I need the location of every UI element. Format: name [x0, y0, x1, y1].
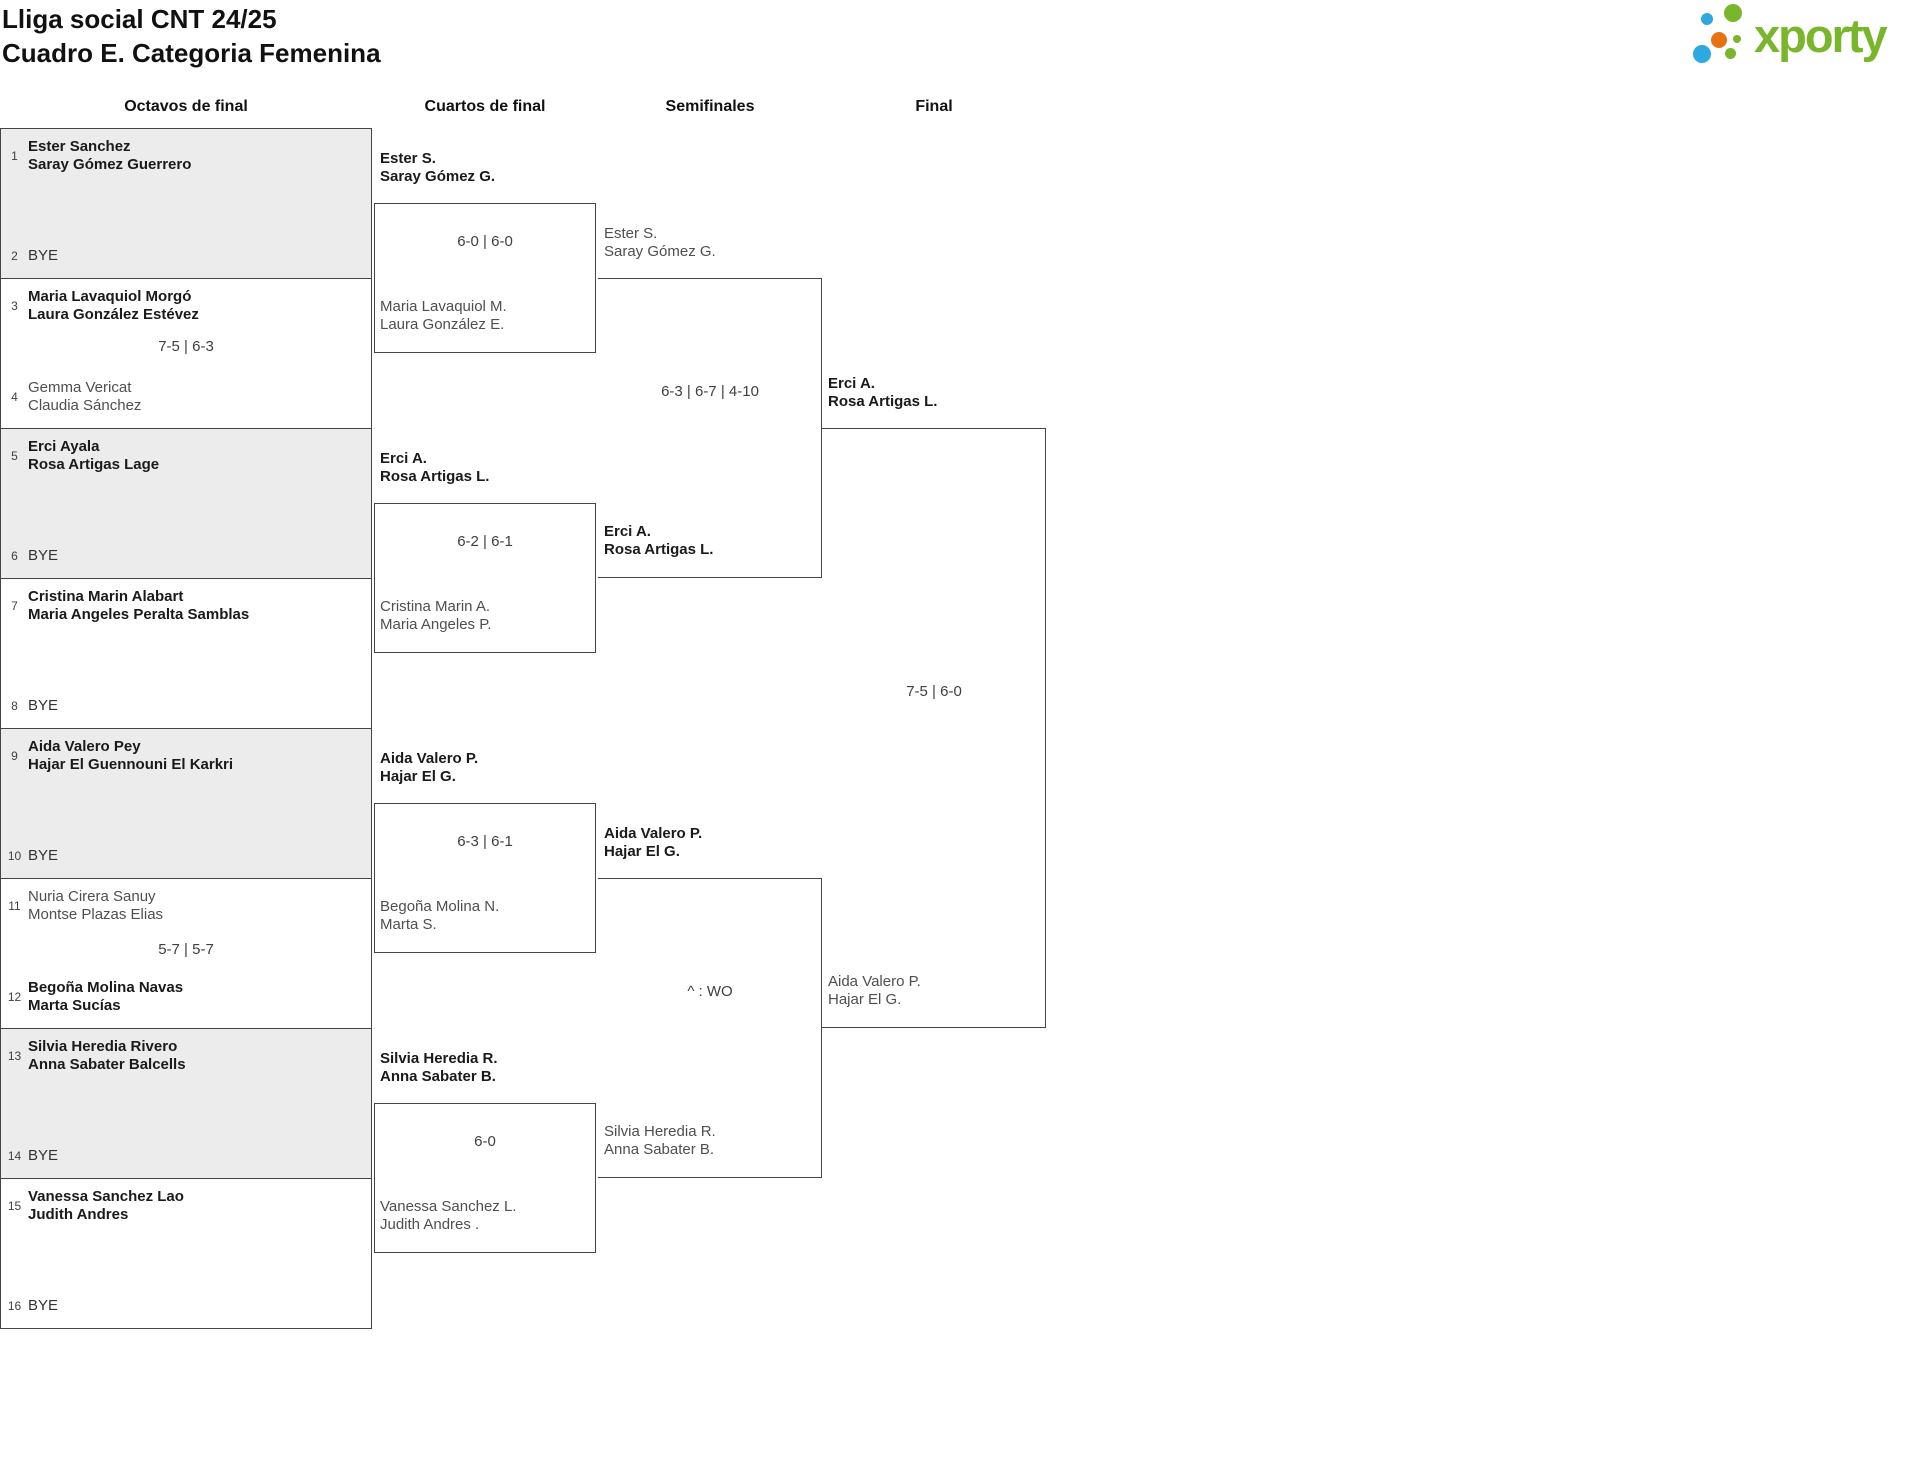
logo-dot-green-small	[1725, 48, 1736, 59]
seed-number: 13	[7, 1049, 22, 1063]
xporty-logo[interactable]: xporty	[1688, 0, 1920, 84]
round-header-final: Final	[915, 98, 953, 115]
qf4-top-team: Silvia Heredia R.Anna Sabater B.	[380, 1050, 498, 1085]
seed-number: 12	[7, 990, 22, 1004]
qf3-top-team: Aida Valero P.Hajar El G.	[380, 750, 479, 785]
qf4-bottom-team: Vanessa Sanchez L.Judith Andres .	[380, 1198, 517, 1233]
logo-dot-orange	[1711, 32, 1727, 48]
seed-number: 14	[7, 1149, 22, 1163]
sf2-top-team: Aida Valero P.Hajar El G.	[604, 825, 703, 860]
sf2-bottom-team: Silvia Heredia R.Anna Sabater B.	[604, 1123, 716, 1158]
bye-label: BYE	[28, 847, 59, 864]
qf1-top-team: Ester S.Saray Gómez G.	[380, 150, 496, 185]
qf-match-box-1	[374, 203, 596, 353]
bye-label: BYE	[28, 1147, 59, 1164]
logo-wordmark: xporty	[1754, 9, 1888, 62]
tournament-name: Lliga social CNT 24/25	[2, 4, 277, 34]
qf-match-box-3	[374, 803, 596, 953]
final-bottom-team: Aida Valero P.Hajar El G.	[828, 973, 921, 1008]
qf1-score: 6-0 | 6-0	[457, 233, 513, 250]
seed-number: 5	[11, 449, 18, 463]
seed-number: 10	[7, 849, 22, 863]
seed-number: 8	[11, 699, 18, 713]
final-match-box	[822, 428, 1046, 1028]
logo-dot-blue-small	[1701, 13, 1713, 25]
qf1-bottom-team: Maria Lavaquiol M.Laura González E.	[380, 298, 507, 333]
sf1-score: 6-3 | 6-7 | 4-10	[661, 383, 759, 400]
round-header-semifinales: Semifinales	[665, 98, 755, 115]
seed-number: 6	[11, 549, 18, 563]
bye-label: BYE	[28, 547, 59, 564]
sf1-bottom-team: Erci A.Rosa Artigas L.	[604, 523, 714, 558]
match-score: 5-7 | 5-7	[158, 941, 214, 958]
page-title: Lliga social CNT 24/25 Cuadro E. Categor…	[2, 2, 381, 70]
bye-label: BYE	[28, 247, 59, 264]
round-header-octavos: Octavos de final	[124, 98, 248, 115]
match-score: 7-5 | 6-3	[158, 338, 214, 355]
bye-label: BYE	[28, 1297, 59, 1314]
round-header-cuartos: Cuartos de final	[424, 98, 546, 115]
seed-number: 1	[11, 149, 18, 163]
logo-dot-green-large	[1724, 4, 1742, 22]
qf3-score: 6-3 | 6-1	[457, 833, 513, 850]
qf-match-box-2	[374, 503, 596, 653]
seed-number: 15	[7, 1199, 22, 1213]
logo-dot-blue-large	[1693, 45, 1711, 63]
qf3-bottom-team: Begoña Molina N.Marta S.	[380, 898, 500, 933]
final-score: 7-5 | 6-0	[906, 683, 962, 700]
seed-number: 9	[11, 749, 18, 763]
bye-label: BYE	[28, 697, 59, 714]
qf2-top-team: Erci A.Rosa Artigas L.	[380, 450, 490, 485]
qf4-score: 6-0	[474, 1133, 496, 1150]
sf2-score: ^ : WO	[687, 983, 733, 1000]
logo-dot-green-tiny	[1733, 35, 1741, 43]
final-top-team: Erci A.Rosa Artigas L.	[828, 375, 938, 410]
qf-match-box-4	[374, 1103, 596, 1253]
sf-match-box-1	[598, 278, 822, 578]
seed-number: 7	[11, 599, 18, 613]
seed-number: 4	[11, 390, 18, 404]
seed-number: 3	[11, 299, 18, 313]
seed-number: 2	[11, 249, 18, 263]
seed-number: 11	[8, 899, 21, 913]
seed-number: 16	[7, 1299, 22, 1313]
qf2-bottom-team: Cristina Marin A.Maria Angeles P.	[380, 598, 492, 633]
qf2-score: 6-2 | 6-1	[457, 533, 513, 550]
sf-match-box-2	[598, 878, 822, 1178]
bracket-category: Cuadro E. Categoria Femenina	[2, 38, 381, 68]
sf1-top-team: Ester S.Saray Gómez G.	[604, 225, 716, 260]
